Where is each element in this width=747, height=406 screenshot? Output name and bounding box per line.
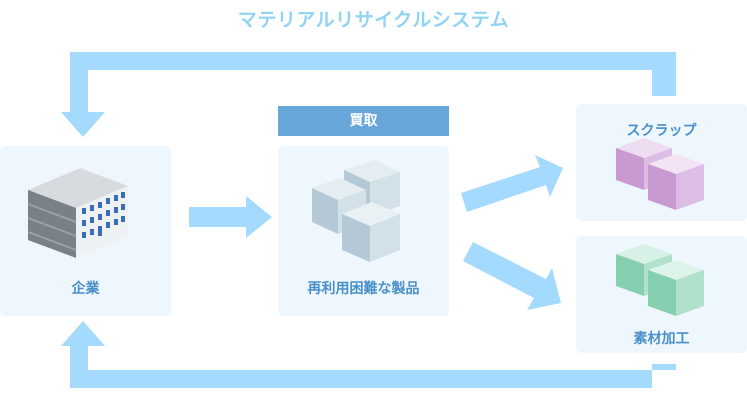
cubes-icon bbox=[616, 138, 704, 210]
material-label: 素材加工 bbox=[633, 331, 690, 347]
product-node: 再利用困難な製品 bbox=[278, 146, 449, 316]
top-return-arrow bbox=[61, 52, 676, 137]
material-node: 素材加工 bbox=[576, 236, 747, 353]
bottom-return-arrow bbox=[61, 321, 676, 388]
company-to-product-arrow bbox=[189, 196, 272, 238]
product-label: 再利用困難な製品 bbox=[307, 281, 420, 297]
company-node: 企業 bbox=[0, 146, 171, 316]
scrap-node: スクラップ bbox=[576, 104, 747, 221]
cubes-icon bbox=[616, 244, 704, 316]
office-building-icon bbox=[27, 168, 128, 258]
product-to-scrap-arrow bbox=[461, 155, 563, 212]
diagram-title: マテリアルリサイクルシステム bbox=[237, 9, 510, 31]
product-to-material-arrow bbox=[463, 242, 561, 310]
cubes-icon bbox=[312, 160, 400, 262]
company-label: 企業 bbox=[71, 281, 100, 297]
purchase-badge: 買取 bbox=[278, 106, 449, 136]
scrap-label: スクラップ bbox=[626, 123, 697, 139]
